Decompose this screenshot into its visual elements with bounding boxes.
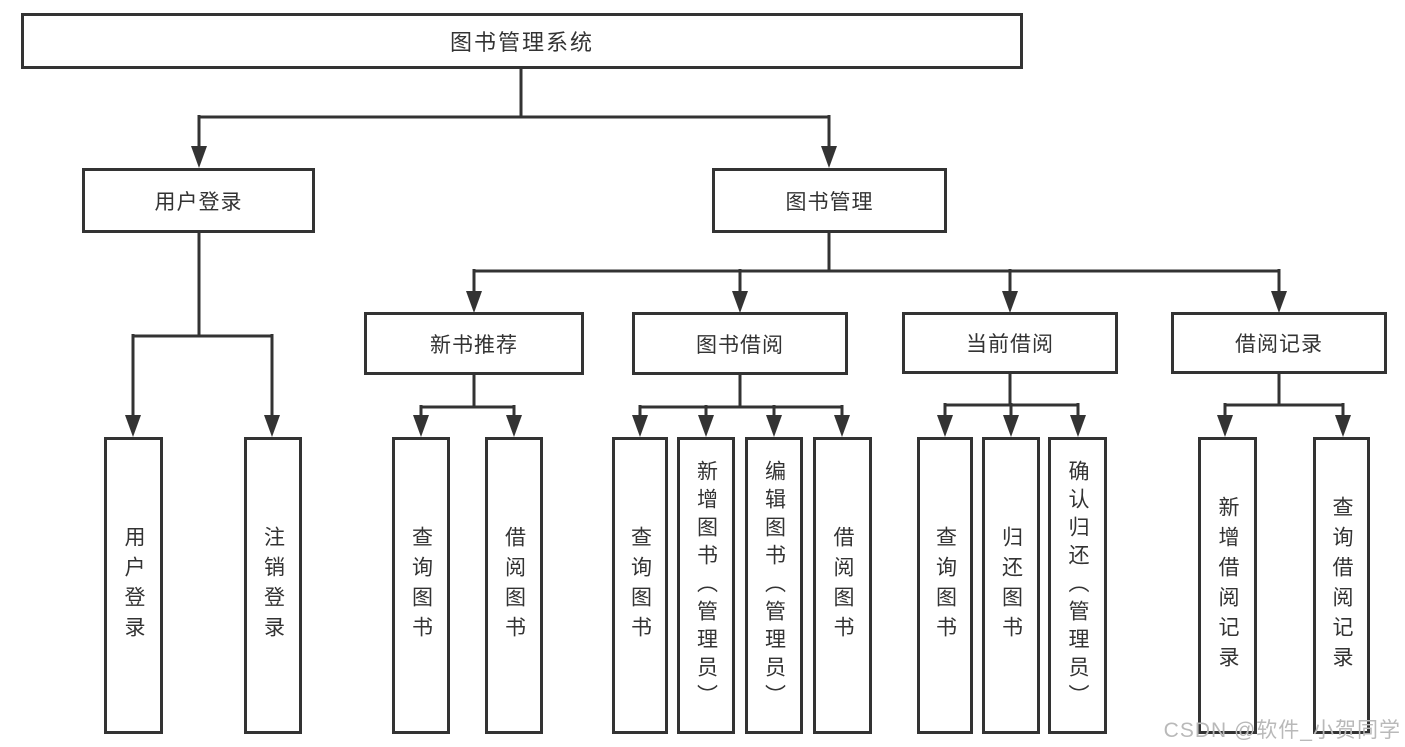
node-book-management-label: 图书管理 [785, 190, 874, 214]
leaf-query-borrow-record: 查询借阅记录 [1313, 437, 1370, 734]
node-root-label: 图书管理系统 [449, 30, 594, 55]
node-book-borrowing-label: 图书借阅 [696, 333, 784, 357]
leaf-user-login: 用户登录 [104, 437, 163, 734]
leaf-borrow-books-recommend: 借阅图书 [485, 437, 543, 734]
node-current-borrowing: 当前借阅 [902, 312, 1118, 374]
leaf-add-books-admin: 新增图书（管理员） [677, 437, 735, 734]
node-new-book-recommendation: 新书推荐 [364, 312, 584, 375]
node-root: 图书管理系统 [21, 13, 1023, 69]
node-user-login: 用户登录 [82, 168, 315, 233]
leaf-logout-login: 注销登录 [244, 437, 302, 734]
node-borrowing-records: 借阅记录 [1171, 312, 1387, 374]
node-book-borrowing: 图书借阅 [632, 312, 848, 375]
csdn-watermark: CSDN @软件_小贺同学 [1163, 719, 1401, 742]
leaf-edit-books-admin: 编辑图书（管理员） [745, 437, 803, 734]
leaf-borrow-books: 借阅图书 [813, 437, 872, 734]
leaf-confirm-return-admin: 确认归还（管理员） [1048, 437, 1107, 734]
node-user-login-label: 用户登录 [154, 190, 243, 214]
leaf-query-books-recommend: 查询图书 [392, 437, 450, 734]
node-book-management: 图书管理 [712, 168, 947, 233]
leaf-return-books: 归还图书 [982, 437, 1040, 734]
node-current-borrowing-label: 当前借阅 [966, 333, 1054, 356]
leaf-query-books-current: 查询图书 [917, 437, 973, 734]
leaf-add-borrow-record: 新增借阅记录 [1198, 437, 1257, 734]
node-borrowing-records-label: 借阅记录 [1235, 333, 1323, 356]
node-new-book-recommendation-label: 新书推荐 [430, 333, 518, 357]
leaf-query-books-borrow: 查询图书 [612, 437, 668, 734]
